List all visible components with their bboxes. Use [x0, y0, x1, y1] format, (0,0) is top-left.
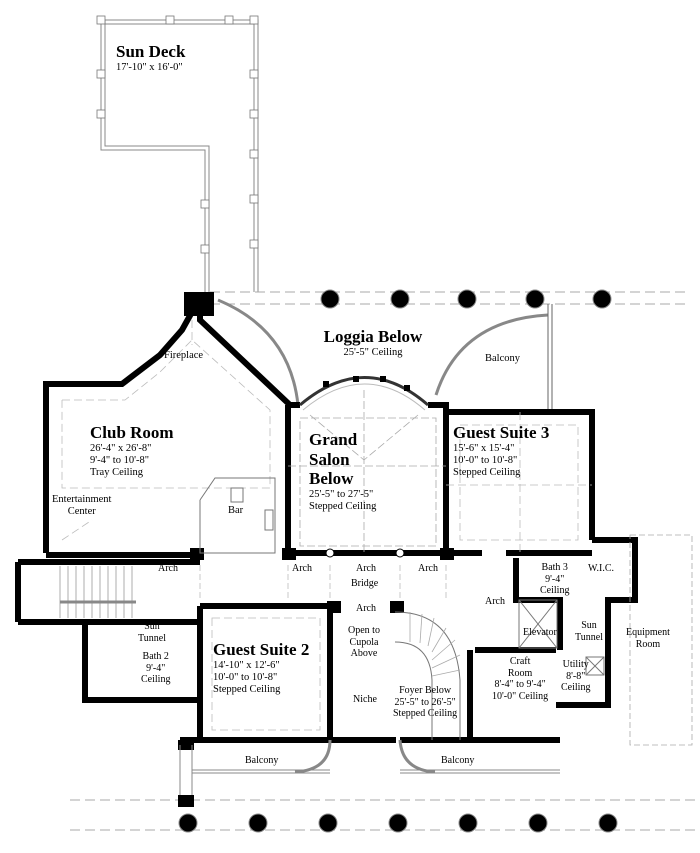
elevator-label: Elevator — [523, 627, 557, 638]
loggia-name: Loggia Below — [323, 327, 423, 346]
foyer-label: Foyer Below 25'-5" to 26'-5" Stepped Cei… — [393, 685, 457, 720]
grand-salon-line1: Grand — [309, 430, 358, 449]
sun-tunnel-right-label: Sun Tunnel — [575, 620, 603, 643]
guest-suite-2-name: Guest Suite 2 — [213, 640, 310, 659]
grand-salon-line3: Below — [309, 469, 354, 489]
craft-room-line4: 10'-0" Ceiling — [492, 690, 549, 702]
craft-room-line1: Craft — [509, 656, 531, 667]
foyer-line2: 25'-5" to 26'-5" — [394, 696, 456, 708]
sun-deck-label: Sun Deck 17'-10" x 16'-0" — [116, 42, 185, 74]
equipment-room-line2: Room — [635, 638, 661, 650]
equipment-room-label: Equipment Room — [626, 627, 670, 650]
fireplace-label: Fireplace — [164, 350, 204, 361]
open-cupola-line2: Cupola — [349, 636, 379, 648]
loggia-columns — [178, 289, 618, 833]
grand-salon-label: Grand Salon Below 25'-5" to 27'-5" Stepp… — [309, 430, 376, 513]
foyer-line1: Foyer Below — [399, 685, 452, 696]
club-room-height: 9'-4" to 10'-8" — [90, 454, 150, 466]
balcony-right-label: Balcony — [441, 755, 475, 766]
bridge-label: Bridge — [351, 578, 379, 589]
balcony-top-label: Balcony — [485, 353, 520, 364]
club-room-name: Club Room — [90, 423, 174, 442]
sun-tunnel-left-label: Sun Tunnel — [138, 621, 166, 644]
walls — [15, 296, 638, 743]
guest-suite-2-dims: 14'-10" x 12'-6" — [213, 659, 280, 671]
utility-line3: Ceiling — [561, 682, 591, 693]
open-to-cupola-label: Open to Cupola Above — [348, 625, 380, 660]
guest-suite-2-height: 10'-0" to 10'-8" — [213, 671, 278, 683]
bath-2-line2: 9'-4" — [146, 662, 166, 674]
open-cupola-line3: Above — [350, 648, 378, 659]
arch-label-1: Arch — [158, 563, 178, 574]
niche-label: Niche — [353, 694, 377, 705]
arch-label-4: Arch — [418, 563, 438, 574]
grand-salon-line2: Salon — [309, 449, 350, 469]
guest-suite-2-label: Guest Suite 2 14'-10" x 12'-6" 10'-0" to… — [213, 640, 309, 696]
entertainment-center-label: Entertainment Center — [52, 494, 111, 518]
bath-3-label: Bath 3 9'-4" Ceiling — [540, 562, 569, 597]
sun-deck-name: Sun Deck — [116, 42, 186, 61]
wic-label: W.I.C. — [588, 563, 615, 574]
open-cupola-line1: Open to — [348, 625, 380, 636]
arch-label-3: Arch — [356, 563, 376, 574]
loggia-ceiling: 25'-5" Ceiling — [343, 346, 403, 358]
utility-label: Utility 8'-8" Ceiling — [561, 659, 590, 694]
arch-label-6: Arch — [485, 596, 505, 607]
guest-suite-3-label: Guest Suite 3 15'-6" x 15'-4" 10'-0" to … — [453, 423, 549, 479]
guest-suite-2-ceiling: Stepped Ceiling — [213, 683, 281, 695]
craft-room-line2: Room — [507, 667, 533, 679]
guest-suite-3-height: 10'-0" to 10'-8" — [453, 454, 518, 466]
grand-salon-ceiling: Stepped Ceiling — [309, 500, 377, 512]
bath-3-line3: Ceiling — [540, 585, 570, 596]
bath-2-line3: Ceiling — [141, 674, 171, 685]
arch-label-5: Arch — [356, 603, 376, 614]
sun-tunnel-left-line2: Tunnel — [138, 632, 166, 644]
sun-deck-dims: 17'-10" x 16'-0" — [116, 61, 183, 73]
bath-2-label: Bath 2 9'-4" Ceiling — [141, 651, 170, 686]
sun-tunnel-left-line1: Sun — [144, 621, 160, 632]
equipment-room-line1: Equipment — [626, 627, 670, 638]
entertainment-line1: Entertainment — [52, 494, 112, 505]
bath-2-line1: Bath 2 — [142, 651, 169, 662]
club-room-dims: 26'-4" x 26'-8" — [90, 442, 152, 454]
balcony-left-label: Balcony — [245, 755, 279, 766]
bar-label: Bar — [228, 505, 244, 516]
club-room-ceiling: Tray Ceiling — [90, 466, 143, 478]
entertainment-line2: Center — [67, 506, 96, 518]
craft-room-line3: 8'-4" to 9'-4" — [494, 679, 546, 690]
foyer-line3: Stepped Ceiling — [393, 708, 458, 719]
guest-suite-3-dims: 15'-6" x 15'-4" — [453, 442, 515, 454]
sun-tunnel-right-line1: Sun — [581, 620, 597, 631]
bath-3-line2: 9'-4" — [545, 573, 565, 585]
bath-3-line1: Bath 3 — [541, 562, 568, 573]
arch-label-2: Arch — [292, 563, 312, 574]
loggia-label: Loggia Below 25'-5" Ceiling — [318, 327, 428, 359]
club-room-label: Club Room 26'-4" x 26'-8" 9'-4" to 10'-8… — [90, 423, 174, 479]
guest-suite-3-name: Guest Suite 3 — [453, 423, 550, 442]
craft-room-label: Craft Room 8'-4" to 9'-4" 10'-0" Ceiling — [492, 656, 548, 702]
guest-suite-3-ceiling: Stepped Ceiling — [453, 466, 521, 478]
utility-line2: 8'-8" — [566, 670, 586, 682]
grand-salon-height: 25'-5" to 27'-5" — [309, 488, 374, 500]
utility-line1: Utility — [562, 659, 589, 670]
sun-tunnel-right-line2: Tunnel — [575, 631, 603, 643]
